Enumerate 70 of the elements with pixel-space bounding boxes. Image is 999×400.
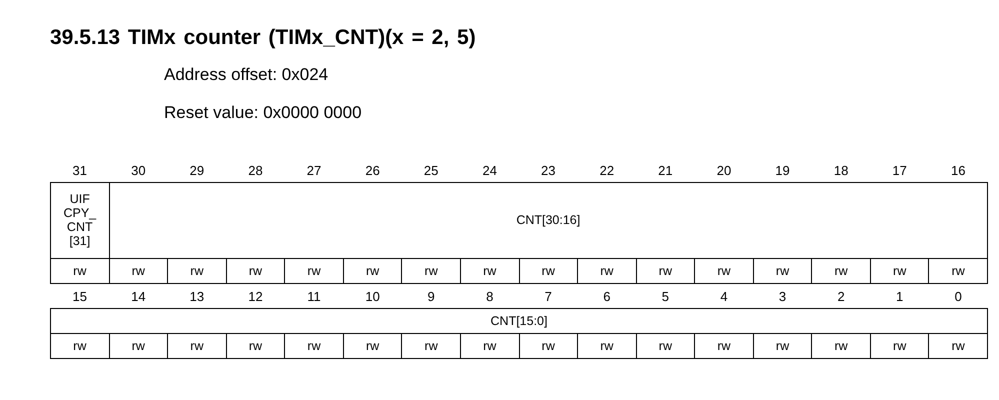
access-type: rw [636, 258, 695, 283]
bit-number: 31 [50, 160, 110, 182]
bit-number: 26 [343, 160, 402, 182]
bit-number: 1 [870, 286, 929, 308]
access-type: rw [460, 333, 519, 358]
bit-number: 27 [284, 160, 344, 182]
bit-number: 4 [694, 286, 754, 308]
bit-number: 2 [812, 286, 870, 308]
bit-number: 14 [109, 286, 168, 308]
bit-number: 9 [402, 286, 460, 308]
bit-number: 3 [753, 286, 812, 308]
bit-number: 25 [402, 160, 460, 182]
bit-number: 16 [928, 160, 988, 182]
field-name: CNT[30:16] [109, 182, 988, 258]
bit-number: 6 [578, 286, 636, 308]
bit-number: 22 [578, 160, 636, 182]
access-type: rw [168, 258, 226, 283]
access-type: rw [402, 333, 460, 358]
access-type: rw [928, 258, 988, 283]
access-type: rw [636, 333, 695, 358]
access-type: rw [284, 333, 344, 358]
access-type: rw [519, 333, 578, 358]
access-type: rw [694, 333, 754, 358]
bit-number: 21 [636, 160, 695, 182]
field-name: CNT[15:0] [50, 308, 988, 333]
bit-number: 24 [460, 160, 519, 182]
access-type: rw [50, 333, 110, 358]
access-type: rw [578, 258, 636, 283]
access-type: rw [226, 333, 285, 358]
bit-number: 7 [519, 286, 578, 308]
bit-number: 28 [226, 160, 285, 182]
bit-number: 5 [636, 286, 695, 308]
access-type: rw [519, 258, 578, 283]
access-type: rw [343, 333, 402, 358]
access-type: rw [284, 258, 344, 283]
register-address-offset: Address offset: 0x024 [164, 65, 328, 85]
access-type: rw [812, 258, 870, 283]
access-type: rw [226, 258, 285, 283]
section-heading: 39.5.13 TIMx counter (TIMx_CNT)(x = 2, 5) [50, 26, 476, 50]
bit-number: 19 [753, 160, 812, 182]
access-type: rw [578, 333, 636, 358]
bit-number: 15 [50, 286, 110, 308]
bit-number: 18 [812, 160, 870, 182]
access-type: rw [870, 258, 929, 283]
bit-number: 23 [519, 160, 578, 182]
access-type: rw [928, 333, 988, 358]
bit-number: 0 [928, 286, 988, 308]
access-type: rw [168, 333, 226, 358]
bit-number: 12 [226, 286, 285, 308]
bit-number: 8 [460, 286, 519, 308]
access-type: rw [109, 258, 168, 283]
register-reset-value: Reset value: 0x0000 0000 [164, 103, 362, 123]
field-name: UIF CPY_ CNT [31] [50, 182, 110, 258]
access-type: rw [50, 258, 110, 283]
bit-number: 29 [168, 160, 226, 182]
bit-number: 30 [109, 160, 168, 182]
bit-number: 13 [168, 286, 226, 308]
access-type: rw [753, 258, 812, 283]
access-type: rw [402, 258, 460, 283]
access-type: rw [753, 333, 812, 358]
access-type: rw [812, 333, 870, 358]
bit-number: 10 [343, 286, 402, 308]
bit-number: 20 [694, 160, 754, 182]
access-type: rw [460, 258, 519, 283]
access-type: rw [343, 258, 402, 283]
bit-number: 17 [870, 160, 929, 182]
access-type: rw [109, 333, 168, 358]
bit-number: 11 [284, 286, 344, 308]
access-type: rw [870, 333, 929, 358]
access-type: rw [694, 258, 754, 283]
